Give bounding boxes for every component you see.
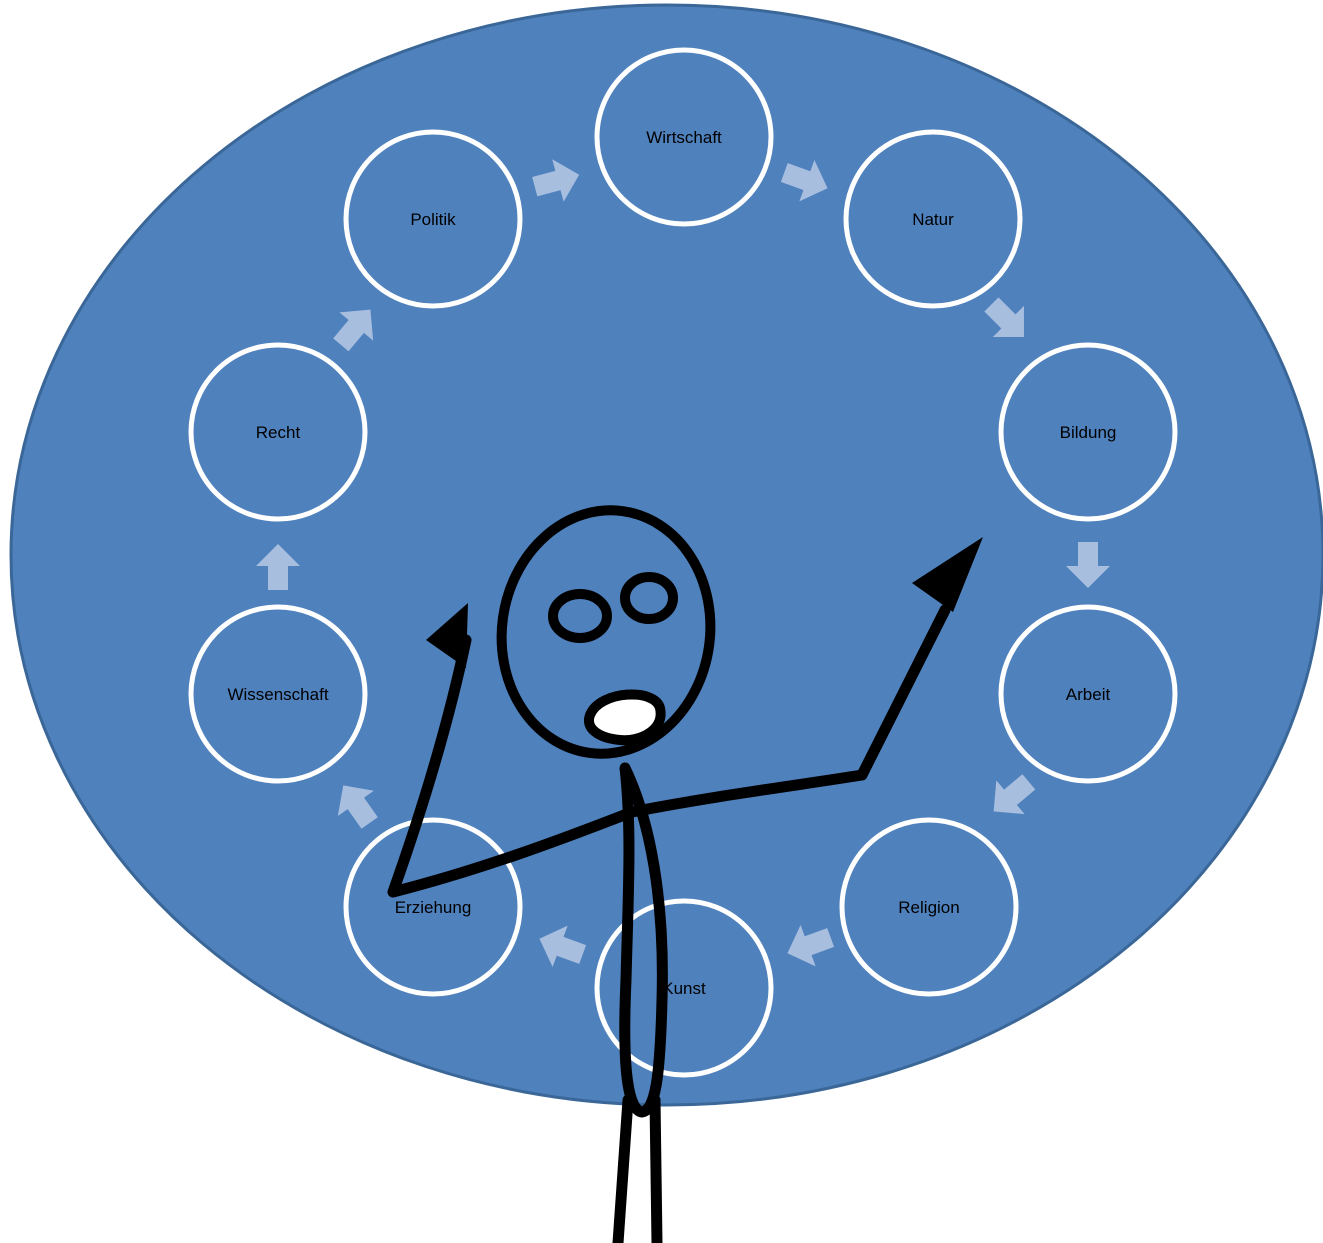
node-erziehung: Erziehung [346,820,520,994]
node-religion: Religion [842,820,1016,994]
node-label: Natur [912,210,954,229]
stick-figure-left-leg [618,1100,628,1243]
node-bildung: Bildung [1001,345,1175,519]
node-label: Arbeit [1066,685,1111,704]
node-label: Bildung [1060,423,1117,442]
node-label: Wirtschaft [646,128,722,147]
node-label: Kunst [662,979,706,998]
node-label: Wissenschaft [227,685,328,704]
node-arbeit: Arbeit [1001,607,1175,781]
stick-figure-right-leg [655,1100,657,1243]
node-politik: Politik [346,132,520,306]
node-recht: Recht [191,345,365,519]
node-label: Politik [410,210,456,229]
node-wissenschaft: Wissenschaft [191,607,365,781]
node-natur: Natur [846,132,1020,306]
stick-figure-mouth [589,694,661,740]
node-label: Erziehung [395,898,472,917]
node-label: Recht [256,423,301,442]
node-label: Religion [898,898,959,917]
node-wirtschaft: Wirtschaft [597,50,771,224]
